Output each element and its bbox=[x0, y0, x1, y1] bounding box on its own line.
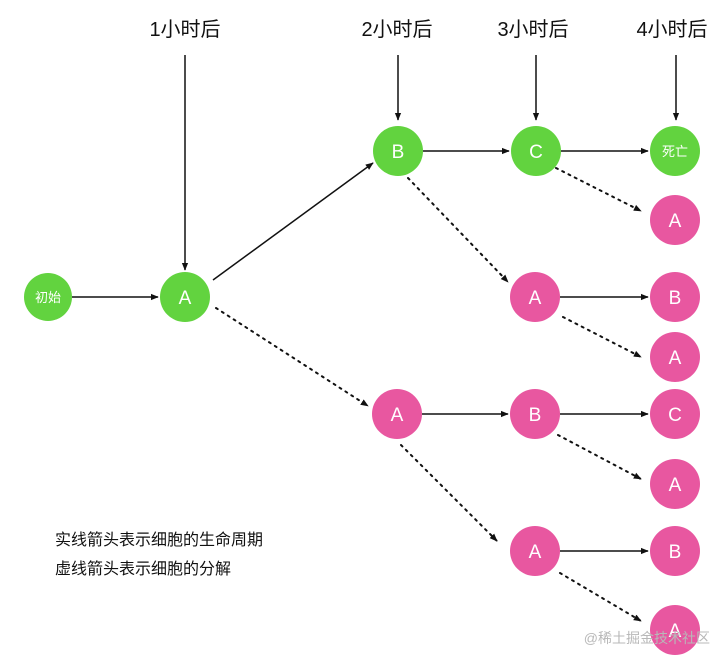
node-a-3h-upper: A bbox=[510, 272, 560, 322]
dotted-arrow-c-to-a bbox=[555, 167, 642, 212]
node-a-4h-4-label: A bbox=[669, 621, 682, 642]
time-label-3h: 3小时后 bbox=[497, 18, 568, 41]
node-a-4h-1-label: A bbox=[669, 211, 682, 232]
node-start: 初始 bbox=[24, 273, 72, 321]
watermark: @稀土掘金技术社区 bbox=[584, 630, 710, 646]
node-a-2h: A bbox=[372, 389, 422, 439]
node-c-3h: C bbox=[511, 126, 561, 176]
node-a-4h-2: A bbox=[650, 332, 700, 382]
node-a-2h-label: A bbox=[391, 405, 404, 426]
node-b-4h-1-label: B bbox=[669, 288, 682, 309]
node-start-label: 初始 bbox=[35, 290, 61, 305]
legend-dotted: 虚线箭头表示细胞的分解 bbox=[55, 559, 231, 578]
node-b-3h-label: B bbox=[529, 405, 542, 426]
node-b-2h-label: B bbox=[392, 142, 405, 163]
node-a-1h-label: A bbox=[179, 288, 192, 309]
node-dead-4h: 死亡 bbox=[650, 126, 700, 176]
time-label-1h: 1小时后 bbox=[149, 18, 220, 41]
node-a-3h-upper-label: A bbox=[529, 288, 542, 309]
node-c-4h-label: C bbox=[668, 405, 682, 426]
node-b-4h-1: B bbox=[650, 272, 700, 322]
node-a-1h: A bbox=[160, 272, 210, 322]
dotted-arrow-b-to-a bbox=[407, 177, 509, 283]
node-a-4h-2-label: A bbox=[669, 348, 682, 369]
node-a-4h-3-label: A bbox=[669, 475, 682, 496]
node-a-3h-lower-label: A bbox=[529, 542, 542, 563]
dotted-arrow-a2-to-a3 bbox=[400, 444, 498, 542]
dotted-arrow-b3-to-a4 bbox=[557, 434, 642, 480]
node-a-4h-1: A bbox=[650, 195, 700, 245]
dotted-arrow-a1-to-a2 bbox=[215, 307, 369, 407]
time-label-4h: 4小时后 bbox=[636, 18, 707, 41]
node-a-3h-lower: A bbox=[510, 526, 560, 576]
node-b-2h: B bbox=[373, 126, 423, 176]
node-b-3h: B bbox=[510, 389, 560, 439]
node-a-4h-4: A bbox=[650, 605, 700, 655]
legend-solid: 实线箭头表示细胞的生命周期 bbox=[55, 530, 263, 549]
node-c-3h-label: C bbox=[529, 142, 543, 163]
dotted-arrow-a3l-to-a4 bbox=[559, 572, 642, 622]
time-label-2h: 2小时后 bbox=[361, 18, 432, 41]
node-b-4h-2: B bbox=[650, 526, 700, 576]
node-a-4h-3: A bbox=[650, 459, 700, 509]
node-b-4h-2-label: B bbox=[669, 542, 682, 563]
node-c-4h: C bbox=[650, 389, 700, 439]
node-dead-4h-label: 死亡 bbox=[662, 144, 688, 159]
arrow-a-to-b bbox=[212, 162, 374, 281]
dotted-arrow-a3-to-a4 bbox=[562, 316, 642, 358]
